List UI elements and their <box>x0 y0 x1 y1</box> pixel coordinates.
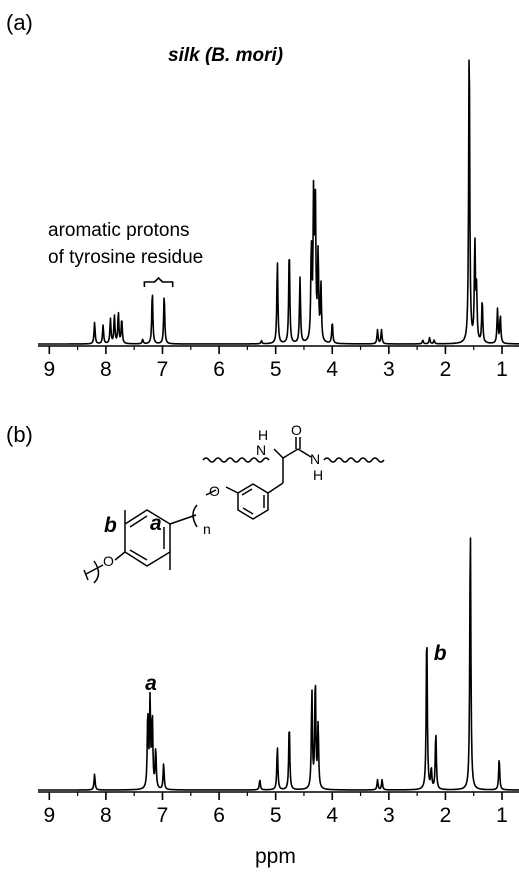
annotation-line-1: aromatic protons <box>48 220 190 241</box>
wavy-bond-right <box>323 457 385 463</box>
x-tick-label: 5 <box>270 358 282 381</box>
x-tick-label: 1 <box>496 358 508 381</box>
spectrum-b-line <box>37 537 519 791</box>
x-tick-label: 5 <box>270 804 282 827</box>
atom-n2: N <box>310 451 320 467</box>
bond-co-n <box>297 448 312 458</box>
structure-label-a: a <box>150 512 162 535</box>
atom-o1: O <box>209 483 220 499</box>
panel-b-label: (b) <box>6 422 33 447</box>
bond-o-bracket <box>205 489 217 496</box>
bond-ca-co <box>282 448 299 459</box>
x-tick-label: 7 <box>157 358 169 381</box>
tyrosine-ring-double-2 <box>241 488 253 496</box>
tyrosine-ring-double-3 <box>242 507 254 515</box>
x-tick-label: 3 <box>383 804 395 827</box>
x-tick-label: 1 <box>496 804 508 827</box>
x-tick-label: 8 <box>100 804 112 827</box>
peak-label-b: b <box>434 642 447 665</box>
bond-cb-ring <box>267 482 284 494</box>
x-tick-label: 9 <box>43 358 55 381</box>
bond-nh-ca <box>273 448 284 459</box>
x-tick-label: 3 <box>383 358 395 381</box>
atom-n1: N <box>256 442 266 458</box>
structure-label-b: b <box>104 514 117 537</box>
chemical-structure <box>83 437 385 584</box>
x-tick-label: 8 <box>100 358 112 381</box>
bond-end-cross <box>83 569 89 581</box>
panel-b: (b) <box>6 422 519 868</box>
spectrum-a-line <box>37 59 519 345</box>
pps-ring-double-3 <box>129 549 148 561</box>
x-tick-label: 4 <box>326 358 338 381</box>
bond-o2-end <box>85 564 104 575</box>
ticks-a: 9 8 7 6 5 4 3 2 1 <box>43 346 508 381</box>
peak-label-a: a <box>145 672 157 695</box>
polymer-bracket-left <box>93 560 100 584</box>
panel-a-label: (a) <box>6 10 33 35</box>
x-tick-label: 6 <box>213 804 225 827</box>
polymer-bracket-right <box>192 504 198 528</box>
bond-ring-o2 <box>114 551 126 561</box>
bond-ring-o <box>225 486 239 494</box>
x-tick-label: 2 <box>440 358 452 381</box>
atom-h1: H <box>258 427 268 443</box>
polymer-n: n <box>203 521 211 537</box>
tyrosine-ring <box>237 483 269 520</box>
x-tick-label: 7 <box>157 804 169 827</box>
wavy-bond-left <box>202 457 270 463</box>
atom-o2: O <box>103 553 114 569</box>
x-tick-label: 4 <box>326 804 338 827</box>
x-tick-label: 2 <box>440 804 452 827</box>
panel-a-title: silk (B. mori) <box>168 45 283 66</box>
panel-a: (a) silk (B. mori) aromatic protons of t… <box>6 10 519 381</box>
x-tick-label: 9 <box>43 804 55 827</box>
atom-h2: H <box>313 467 323 483</box>
x-axis-label: ppm <box>255 845 296 868</box>
aromatic-bracket <box>143 276 174 287</box>
pps-ring-double-1 <box>129 515 148 528</box>
atom-o3: O <box>291 422 302 438</box>
ticks-b: 9 8 7 6 5 4 3 2 1 <box>43 792 508 827</box>
annotation-line-2: of tyrosine residue <box>48 247 203 268</box>
x-tick-label: 6 <box>213 358 225 381</box>
bond-ring-bracket <box>169 514 197 525</box>
